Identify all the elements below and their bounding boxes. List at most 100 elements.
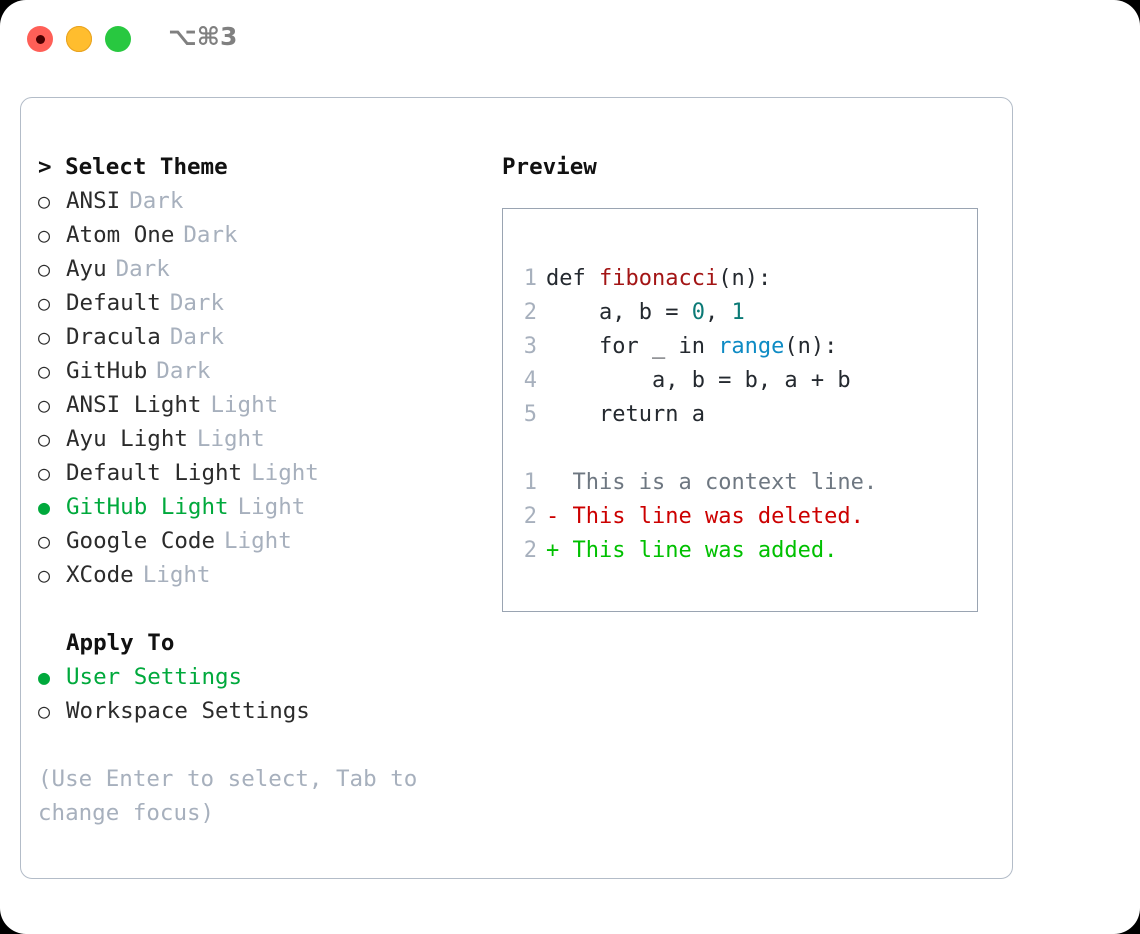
- line-number: 2: [523, 538, 537, 563]
- theme-option-ayu-light[interactable]: ○ Ayu Light Light: [38, 422, 478, 456]
- theme-option-ansi[interactable]: ○ ANSI Dark: [38, 184, 478, 218]
- apply-to-option-user-settings[interactable]: ● User Settings: [38, 660, 478, 694]
- radio-unselected-icon: ○: [38, 257, 51, 281]
- theme-option-default[interactable]: ○ Default Dark: [38, 286, 478, 320]
- theme-option-label: ANSI: [66, 188, 121, 214]
- traffic-lights: [27, 26, 131, 52]
- close-window-button[interactable]: [27, 26, 53, 52]
- code-line: 2 a, b = 0, 1: [520, 296, 971, 330]
- theme-option-kind: Light: [224, 528, 292, 554]
- code-token-num: 1: [731, 300, 745, 325]
- apply-to-option-list: ● User Settings ○ Workspace Settings: [38, 660, 478, 728]
- theme-option-kind: Dark: [169, 324, 225, 350]
- radio-unselected-icon: ○: [38, 223, 51, 247]
- preview-title: Preview: [502, 154, 597, 180]
- line-number: 3: [523, 334, 537, 359]
- radio-unselected-icon: ○: [38, 563, 51, 587]
- apply-to-option-workspace-settings[interactable]: ○ Workspace Settings: [38, 694, 478, 728]
- theme-option-xcode[interactable]: ○ XCode Light: [38, 558, 478, 592]
- code-line: 4 a, b = b, a + b: [520, 364, 971, 398]
- line-number: 1: [523, 470, 537, 495]
- radio-selected-icon: ●: [38, 495, 51, 519]
- theme-option-label: Google Code: [66, 528, 216, 554]
- theme-option-label: Ayu: [66, 256, 107, 282]
- theme-option-kind: Dark: [183, 222, 238, 248]
- select-theme-header: > Select Theme: [38, 154, 228, 180]
- radio-unselected-icon: ○: [38, 359, 51, 383]
- apply-to-header: Apply To: [66, 630, 175, 656]
- radio-unselected-icon: ○: [38, 393, 51, 417]
- diff-marker: [546, 470, 573, 495]
- theme-option-label: Default Light: [66, 460, 243, 486]
- theme-option-label: XCode: [66, 562, 134, 588]
- theme-option-label: GitHub Light: [66, 494, 229, 520]
- radio-unselected-icon: ○: [38, 189, 51, 213]
- theme-option-atom-one[interactable]: ○ Atom One Dark: [38, 218, 478, 252]
- hint-spacer: [38, 728, 478, 762]
- code-token-plain: return a: [546, 402, 705, 427]
- preview-box: 1 def fibonacci(n): 2 a, b = 0, 1 3 for _ i…: [502, 208, 978, 612]
- theme-option-kind: Light: [251, 460, 319, 486]
- code-token-plain: def: [546, 266, 599, 291]
- radio-unselected-icon: ○: [38, 529, 51, 553]
- theme-option-label: GitHub: [66, 358, 148, 384]
- diff-marker: +: [546, 538, 573, 563]
- theme-option-kind: Dark: [129, 188, 184, 214]
- line-number: 4: [523, 368, 537, 393]
- line-number: 2: [523, 300, 537, 325]
- code-token-plain: (n):: [718, 266, 772, 291]
- code-token-plain: for _ in: [546, 334, 719, 359]
- theme-option-label: Dracula: [66, 324, 161, 350]
- theme-option-label: ANSI Light: [66, 392, 202, 418]
- line-number: 2: [523, 504, 537, 529]
- diff-line-context: 1 This is a context line.: [520, 466, 971, 500]
- diff-line-deleted: 2- This line was deleted.: [520, 500, 971, 534]
- preview-column: Preview 1 def fibonacci(n): 2 a, b = 0, 1 3…: [502, 150, 992, 612]
- radio-unselected-icon: ○: [38, 325, 51, 349]
- radio-unselected-icon: ○: [38, 427, 51, 451]
- line-number: 5: [523, 402, 537, 427]
- theme-option-kind: Dark: [169, 290, 225, 316]
- code-token-call: range: [718, 334, 785, 359]
- theme-option-kind: Light: [142, 562, 211, 588]
- theme-option-label: Atom One: [66, 222, 175, 248]
- theme-option-dracula[interactable]: ○ Dracula Dark: [38, 320, 478, 354]
- code-token-plain: ,: [704, 300, 732, 325]
- diff-line-list: 1 This is a context line.2- This line wa…: [520, 466, 971, 568]
- code-token-fn: fibonacci: [598, 266, 719, 291]
- theme-option-label: Ayu Light: [66, 426, 188, 452]
- theme-option-default-light[interactable]: ○ Default Light Light: [38, 456, 478, 490]
- radio-unselected-icon: ○: [38, 461, 51, 485]
- section-spacer: [38, 592, 478, 626]
- line-number: 1: [523, 266, 537, 291]
- code-token-num: 0: [691, 300, 705, 325]
- radio-unselected-icon: ○: [38, 699, 51, 723]
- diff-text: This line was added.: [572, 538, 838, 563]
- apply-to-option-label: Workspace Settings: [66, 698, 310, 724]
- radio-selected-icon: ●: [38, 665, 51, 689]
- maximize-window-button[interactable]: [105, 26, 131, 52]
- code-sample: 1 def fibonacci(n): 2 a, b = 0, 1 3 for _ i…: [520, 262, 971, 568]
- diff-marker: -: [546, 504, 573, 529]
- title-bar: ⌥⌘3: [0, 0, 1140, 78]
- apply-to-option-label: User Settings: [66, 664, 243, 690]
- radio-unselected-icon: ○: [38, 291, 51, 315]
- keyboard-hint: (Use Enter to select, Tab to change focu…: [38, 766, 431, 826]
- theme-option-label: Default: [66, 290, 161, 316]
- minimize-window-button[interactable]: [66, 26, 92, 52]
- diff-text: This line was deleted.: [572, 504, 864, 529]
- code-token-plain: a, b = b, a + b: [546, 368, 851, 393]
- theme-option-kind: Light: [196, 426, 265, 452]
- code-line: 1 def fibonacci(n):: [520, 262, 971, 296]
- theme-option-google-code[interactable]: ○ Google Code Light: [38, 524, 478, 558]
- code-line: 5 return a: [520, 398, 971, 432]
- diff-line-added: 2 + This line was added.: [520, 534, 971, 568]
- code-line-list: 1 def fibonacci(n): 2 a, b = 0, 1 3 for _ i…: [520, 262, 971, 432]
